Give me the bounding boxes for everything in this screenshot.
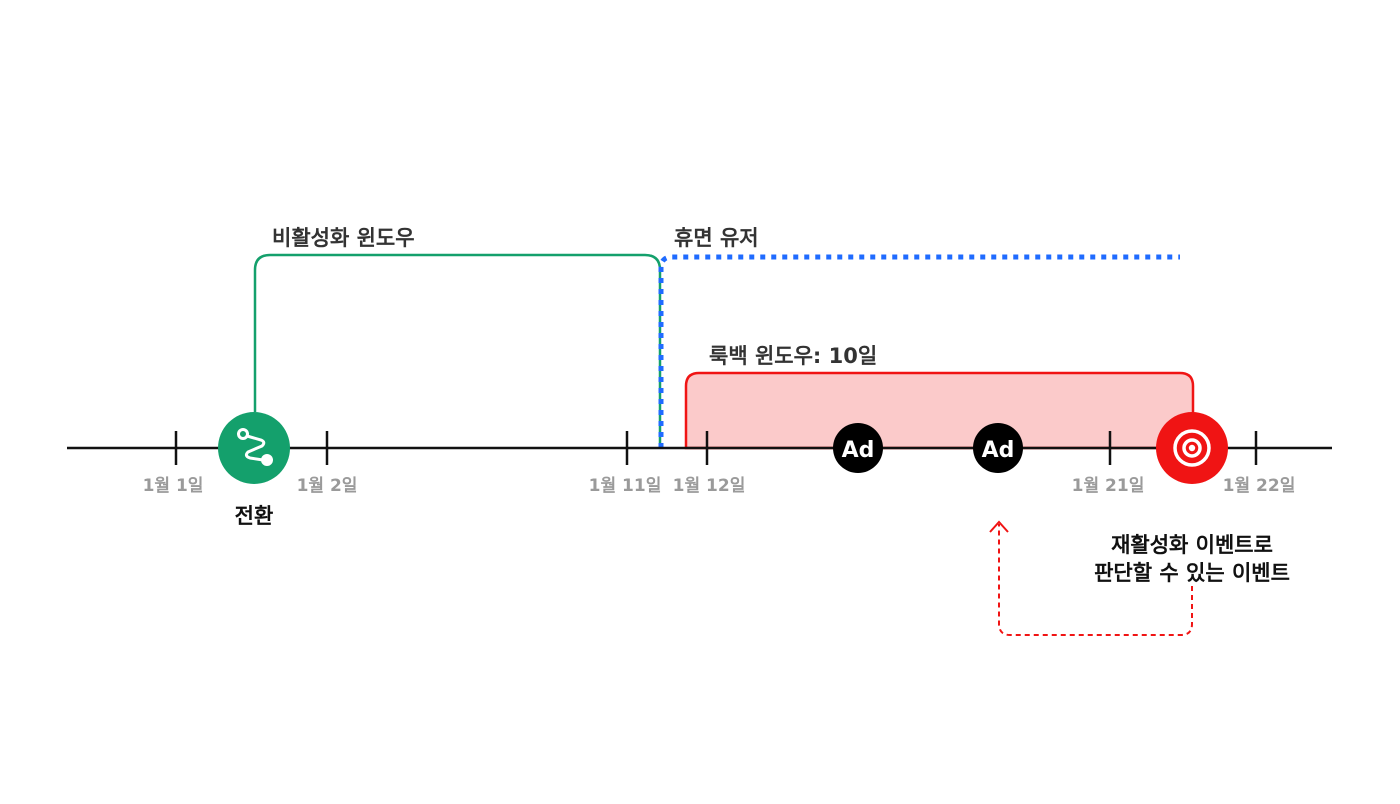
ad-label-2: Ad <box>982 438 1015 463</box>
tick-label-jan-21: 1월 21일 <box>1072 476 1145 496</box>
ad-label-1: Ad <box>842 438 875 463</box>
arrow-head-icon <box>989 520 1009 533</box>
reactivation-note-line2: 판단할 수 있는 이벤트 <box>1094 561 1290 585</box>
dormant-user-line <box>658 254 1180 448</box>
lookback-window-label: 룩백 윈도우: 10일 <box>709 344 877 368</box>
lookback-window-bracket <box>684 371 1195 450</box>
tick-label-jan-22: 1월 22일 <box>1223 476 1296 496</box>
conversion-marker <box>218 412 290 484</box>
tick-label-jan-2: 1월 2일 <box>297 476 358 496</box>
tick-label-jan-1: 1월 1일 <box>143 476 204 496</box>
axis-ticks <box>174 431 1258 465</box>
reactivation-note-line1: 재활성화 이벤트로 <box>1111 533 1273 557</box>
tick-label-jan-12: 1월 12일 <box>673 476 746 496</box>
tick-label-jan-11: 1월 11일 <box>589 476 662 496</box>
ad-marker-2: Ad <box>973 423 1023 473</box>
conversion-label: 전환 <box>235 504 274 528</box>
inactivity-window-label: 비활성화 윈도우 <box>272 226 415 250</box>
target-icon <box>1173 429 1211 467</box>
inactivity-window-bracket <box>253 253 662 448</box>
dormant-user-label: 휴면 유저 <box>674 226 759 250</box>
ad-marker-1: Ad <box>833 423 883 473</box>
ad-badge-icon <box>973 423 1023 473</box>
reactivation-marker <box>1156 412 1228 484</box>
ad-badge-icon <box>833 423 883 473</box>
route-icon <box>237 428 273 466</box>
